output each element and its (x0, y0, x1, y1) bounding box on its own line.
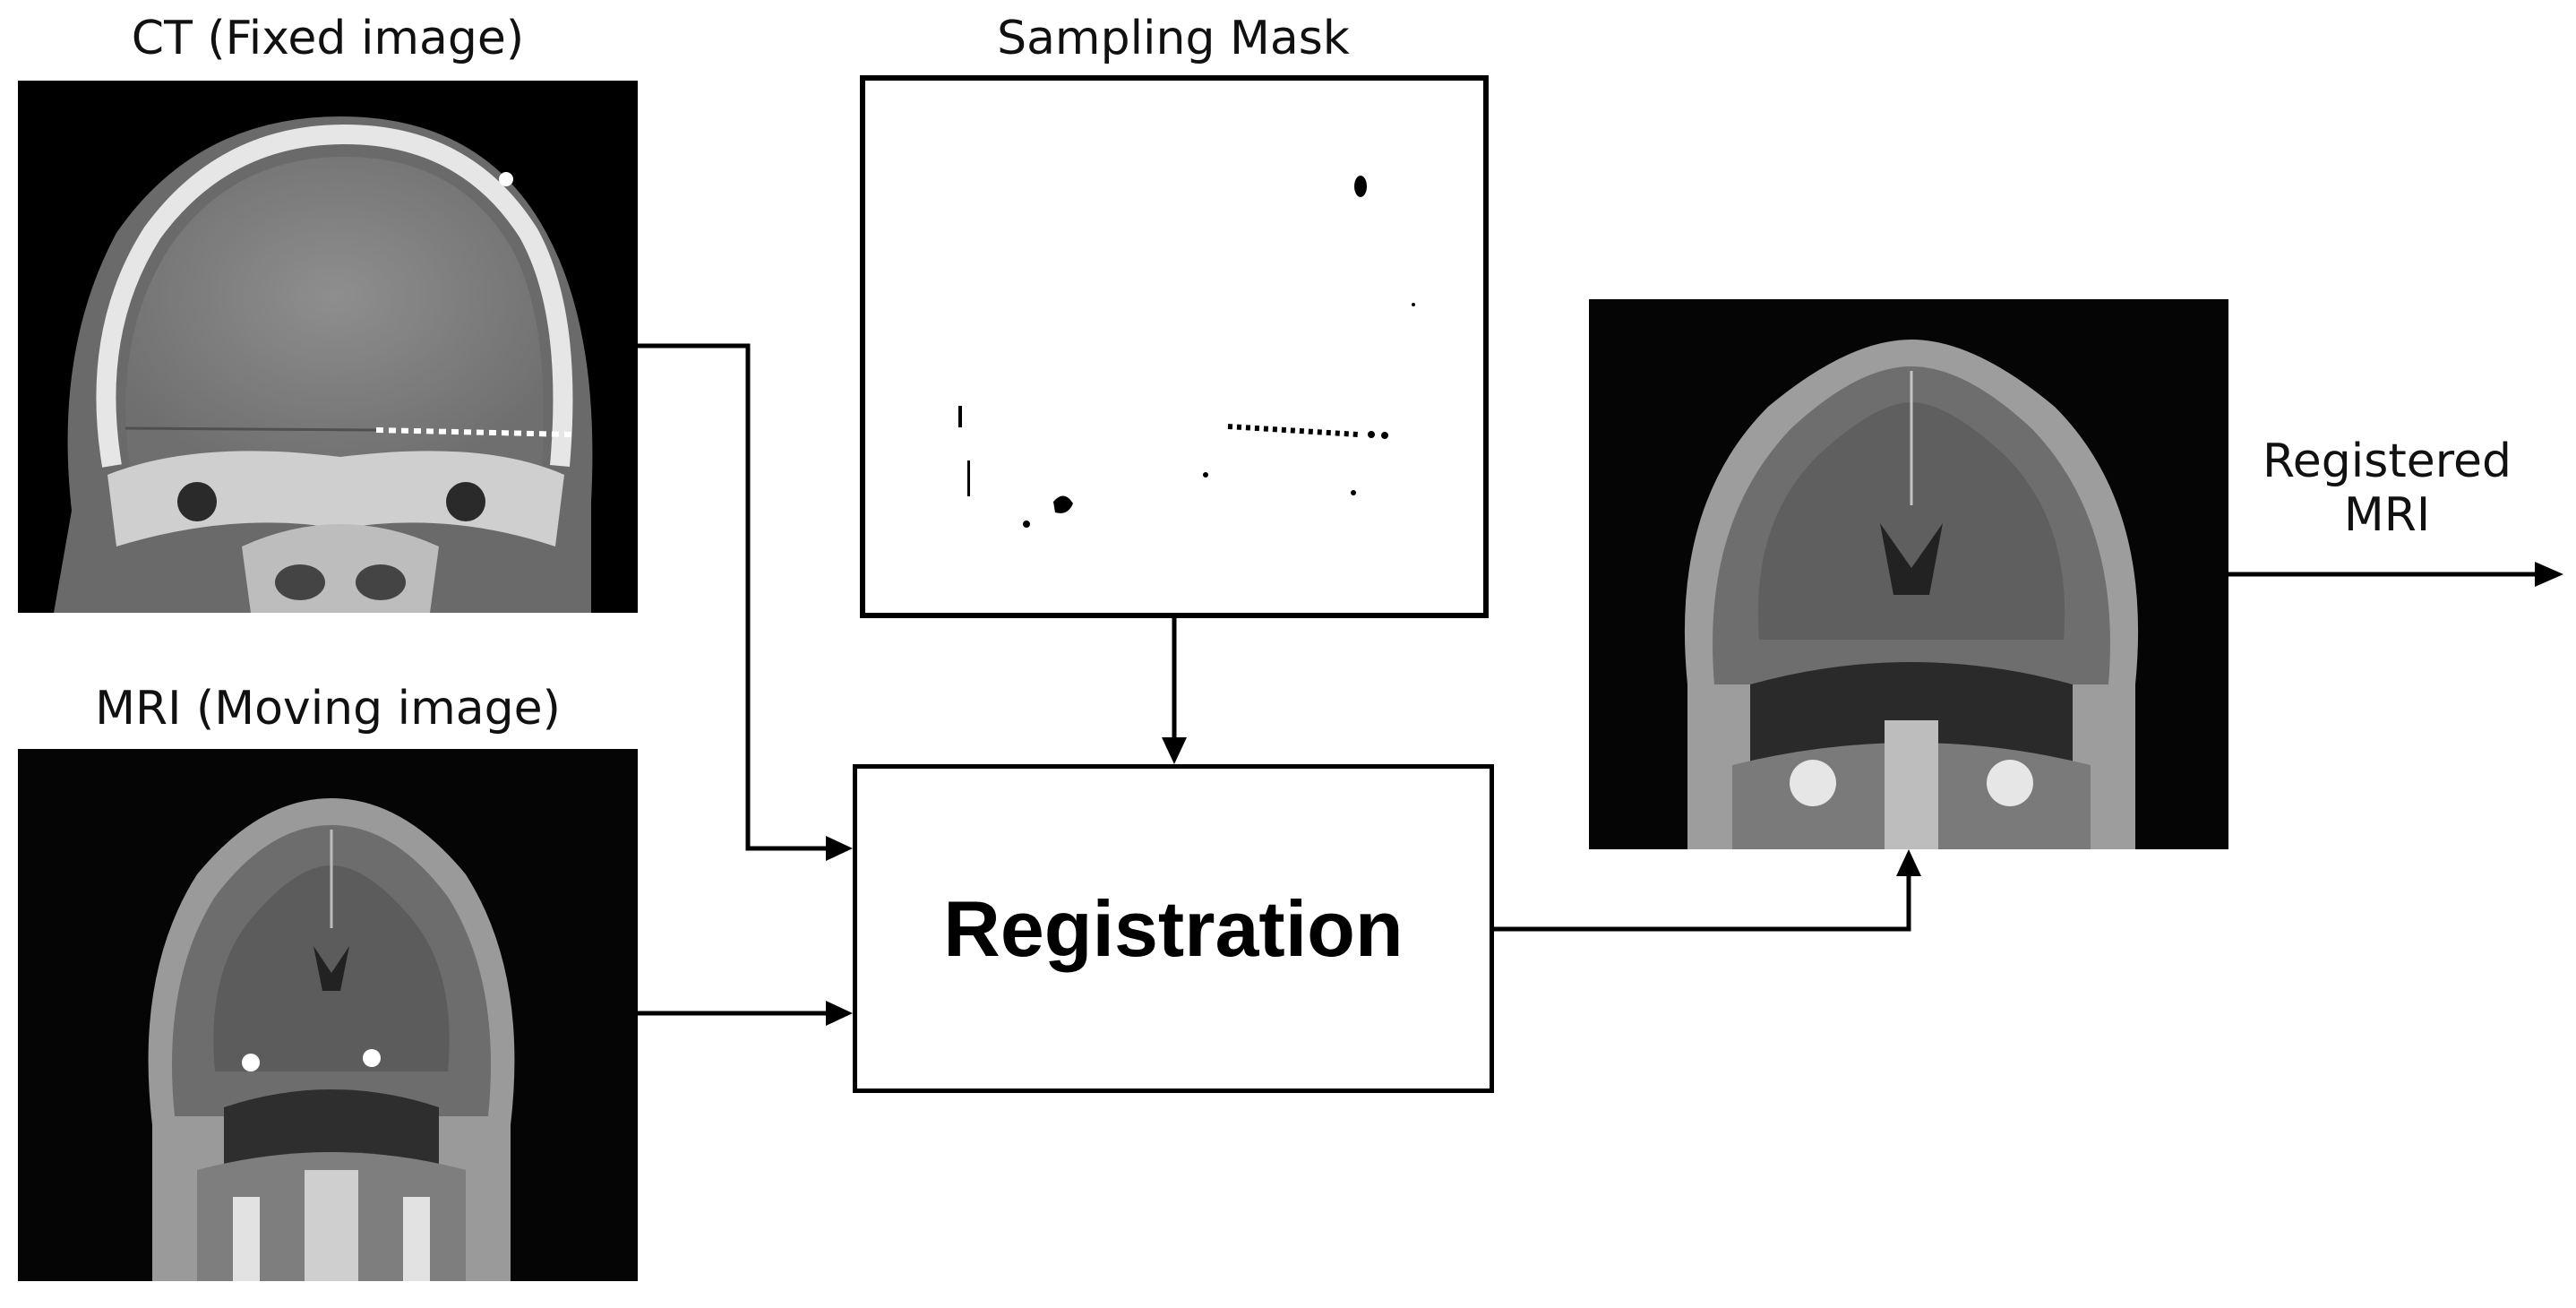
registered-mri-icon (1684, 340, 2139, 849)
arrowhead-mri (826, 1001, 853, 1026)
sampling-mask-image (860, 75, 1489, 618)
mri-scan-icon (148, 798, 515, 1281)
arrow-registration-to-output (1494, 876, 1911, 932)
arrowhead-output-image (1896, 849, 1921, 876)
binary-mask-icon (958, 176, 1415, 528)
ct-image (18, 81, 638, 613)
mri-title: MRI (Moving image) (95, 682, 561, 736)
registration-block: Registration (853, 764, 1494, 1093)
arrowhead-mask (1162, 737, 1187, 764)
ct-title: CT (Fixed image) (131, 12, 525, 65)
registration-label: Registration (943, 883, 1404, 973)
output-title: Registered MRI (2230, 435, 2544, 543)
mri-image (18, 749, 638, 1281)
arrowhead-output (2535, 562, 2563, 587)
arrowhead-ct (826, 836, 853, 861)
mask-title: Sampling Mask (997, 12, 1350, 65)
output-title-line1: Registered (2263, 435, 2512, 488)
registered-mri-image (1589, 299, 2228, 849)
arrow-ct-to-registration (638, 343, 826, 851)
output-title-line2: MRI (2343, 487, 2431, 542)
ct-scan-icon (54, 116, 593, 613)
